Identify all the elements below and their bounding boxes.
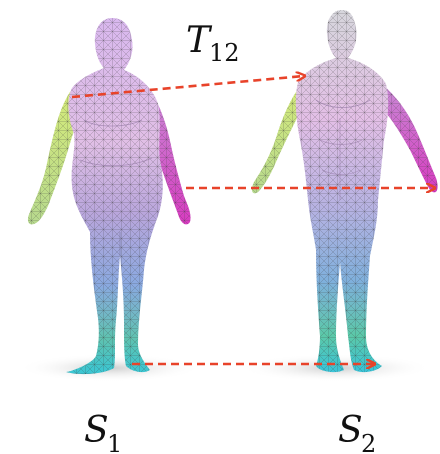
map-label: T 12 — [186, 20, 240, 67]
source-shape — [18, 18, 202, 382]
target-shape — [240, 10, 438, 382]
target-label-base: S — [338, 410, 363, 451]
source-label: S 1 — [84, 410, 122, 454]
target-label-sub: 2 — [361, 430, 376, 454]
source-label-base: S — [84, 410, 109, 451]
map-label-sub: 12 — [209, 39, 240, 67]
source-label-sub: 1 — [107, 430, 122, 454]
target-label: S 2 — [338, 410, 376, 454]
